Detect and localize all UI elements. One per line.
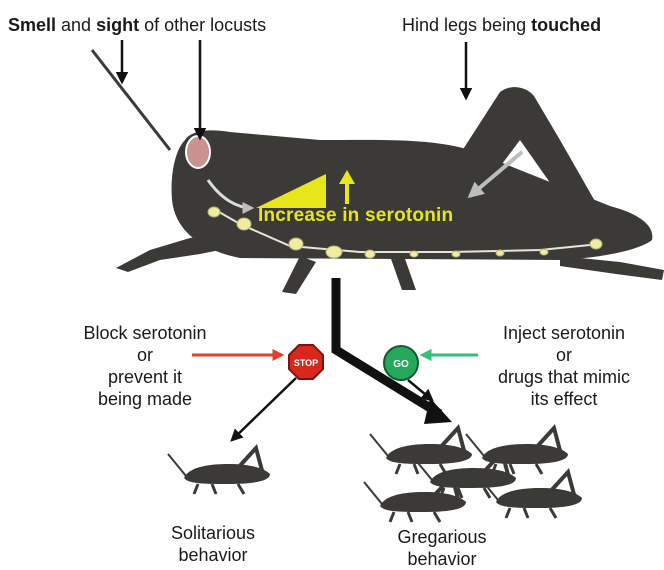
smell-sight-label: Smell and sight of other locusts [8,14,266,36]
large-locust-illustration [92,50,664,294]
hind-legs-label: Hind legs being touched [402,14,601,36]
serotonin-label: Increase in serotonin [258,205,453,227]
solitary-locust [168,448,270,494]
go-sign-icon: GO [384,346,418,380]
svg-text:STOP: STOP [294,358,318,368]
stop-to-solitarious-arrow [232,378,296,440]
stop-sign-icon: STOP [289,345,323,379]
gregarious-swarm [364,428,582,522]
svg-text:GO: GO [393,359,409,370]
